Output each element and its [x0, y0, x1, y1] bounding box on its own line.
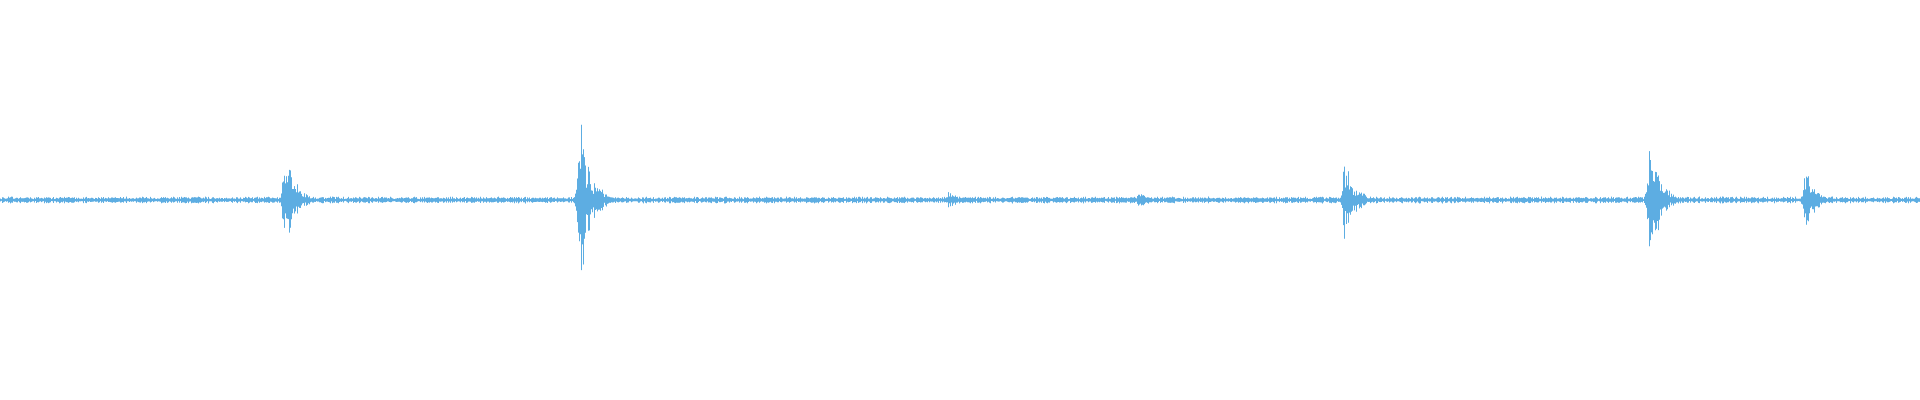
waveform-path: [0, 124, 1920, 271]
waveform-samples: [0, 124, 1920, 271]
